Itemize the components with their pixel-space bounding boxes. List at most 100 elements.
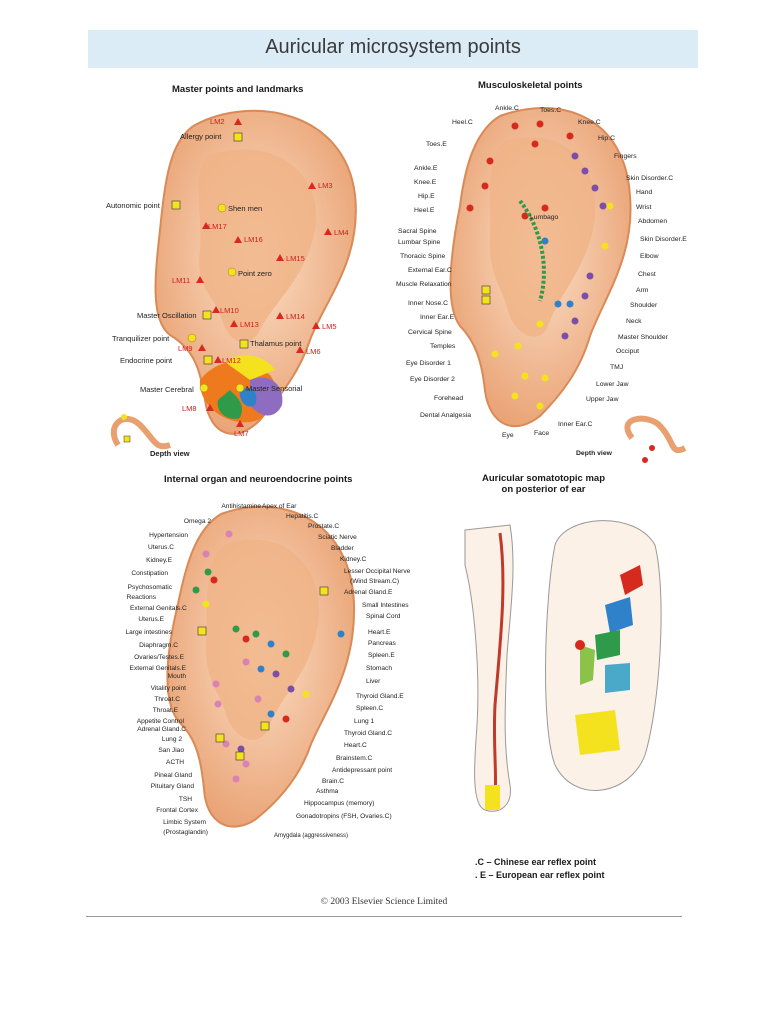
title-banner: Auricular microsystem points [88,30,698,68]
lbl-prostaglandin: (Prostaglandin) [163,829,208,836]
lbl-lumbar: Lumbar Spine [398,239,441,246]
lbl-endocrine: Endocrine point [120,356,173,365]
lbl-reactions: Reactions [127,594,157,601]
lbl-lower-jaw: Lower Jaw [596,381,629,388]
lbl-sanjiao: San Jiao [158,747,184,754]
lobe-green-zone [217,390,242,419]
lbl-sacral: Sacral Spine [398,228,437,235]
lbl-master-cerebral: Master Cerebral [140,385,194,394]
lbl-ext-gen-e: External Genitals.E [130,665,187,672]
lobe-blue-zone [239,388,257,407]
lbl-ext-ear-c: External Ear.C [408,267,452,274]
lbl-depthview-2: Depth view [576,450,613,457]
lbl-thyroid-c: Thyroid Gland.C [344,730,392,737]
lbl-ankle-c: Ankle.C [495,105,519,112]
lbl-adrenal-e: Adrenal Gland.E [344,589,393,596]
lbl-bladder: Bladder [331,545,355,552]
lbl-abdomen: Abdomen [638,218,667,225]
lbl-heart-e: Heart.E [368,629,391,636]
lbl-occiput: Occiput [616,348,639,355]
lbl-depthview-1: Depth view [150,449,190,458]
lbl-arm: Arm [636,287,649,294]
lbl-kidney-e: Kidney.E [146,557,173,564]
lbl-lm4: LM4 [334,228,349,237]
lbl-neck: Neck [626,318,642,325]
lbl-thalamus: Thalamus point [250,339,302,348]
lbl-master-shoulder: Master Shoulder [618,334,669,341]
lbl-lm6: LM6 [306,347,321,356]
lbl-pancreas: Pancreas [368,640,397,647]
lbl-face: Face [534,430,549,437]
lbl-diaphragm: Diaphragm.C [139,642,178,649]
master-panel-title: Master points and landmarks [172,84,304,95]
lbl-hip-e: Hip.E [418,193,435,200]
lbl-shenmen: Shen men [228,204,262,213]
lbl-hepatitis: Hepatitis.C [286,513,318,520]
lbl-temples: Temples [430,343,456,350]
lbl-brainstem: Brainstem.C [336,755,373,762]
master-point-markers [171,118,332,427]
legend-european: . E – European ear reflex point [475,870,605,880]
lbl-kidney-c: Kidney.C [340,556,367,563]
lbl-master-osc: Master Oscillation [137,311,197,320]
lbl-eye-dis-1: Eye Disorder 1 [406,360,451,367]
lbl-cervical: Cervical Spine [408,329,452,336]
musculo-point-markers [466,120,614,410]
lbl-lumbago: Lumbago [530,214,559,221]
organ-panel-title: Internal organ and neuroendocrine points [164,474,353,485]
lbl-muscle-rel: Muscle Relaxation [396,281,452,288]
musculoskeletal-figure: Ankle.C Toes.C Heel.C Knee.C Toes.E Hip.… [396,105,687,463]
legend: .C – Chinese ear reflex point . E – Euro… [475,856,605,882]
lbl-spinal-cord: Spinal Cord [366,613,401,620]
page-title: Auricular microsystem points [265,36,521,58]
copyright: © 2003 Elsevier Science Limited [320,897,448,907]
lbl-amygdala: Amygdala (aggressiveness) [274,833,348,839]
lbl-heel-c: Heel.C [452,119,473,126]
lbl-hippocampus: Hippocampus (memory) [304,800,374,807]
lbl-throat-e: Throat.E [153,707,179,714]
somato-panel-title: Auricular somatotopic map on posterior o… [482,473,605,495]
lbl-apex: Apex of Ear [262,503,297,510]
lbl-lm14: LM14 [286,312,305,321]
lbl-tranquilizer: Tranquilizer point [112,334,170,343]
lbl-lm2: LM2 [210,117,225,126]
lbl-stomach: Stomach [366,665,392,672]
lbl-wrist: Wrist [636,204,651,211]
lbl-lm9: LM9 [178,344,193,353]
lbl-spleen-c: Spleen.C [356,705,383,712]
lbl-tmj: TMJ [610,364,623,371]
lbl-autonomic: Autonomic point [106,201,161,210]
musculo-panel-title: Musculoskeletal points [478,80,583,91]
lbl-chest: Chest [638,271,656,278]
lbl-lm7: LM7 [234,429,249,438]
lbl-lm5: LM5 [322,322,337,331]
spine-red-line [492,532,505,796]
lbl-heart-c: Heart.C [344,742,367,749]
lbl-frontal: Frontal Cortex [156,807,198,814]
lbl-pointzero: Point zero [238,269,272,278]
lbl-hypertension: Hypertension [149,532,188,539]
lbl-lm15: LM15 [286,254,305,263]
lbl-pituitary: Pituitary Gland [151,783,195,790]
lbl-skin-c: Skin Disorder.C [626,175,673,182]
lbl-ovaries: Ovaries/Testes.E [134,654,184,661]
organ-point-markers [192,530,345,783]
lbl-appetite: Appetite Control [137,718,185,725]
lbl-uterus-c: Uterus.C [148,544,174,551]
lbl-dental: Dental Analgesia [420,412,471,419]
lbl-toes-c: Toes.C [540,107,561,114]
somato-colored-zones [575,565,643,755]
lbl-adrenal-c: Adrenal Gland.C [137,726,186,733]
lbl-spleen-e: Spleen.E [368,652,395,659]
lbl-heel-e: Heel.E [414,207,435,214]
lbl-throat-c: Throat.C [154,696,180,703]
lbl-uterus-e: Uterus.E [138,616,164,623]
lbl-elbow: Elbow [640,253,659,260]
lbl-lm8: LM8 [182,404,197,413]
lbl-asthma: Asthma [316,788,339,795]
lbl-omega2: Omega 2 [184,518,211,525]
lbl-toes-e: Toes.E [426,141,447,148]
lbl-lm17: LM17 [208,222,227,231]
lbl-lesser-occ: Lesser Occipital Nerve [344,568,411,575]
lbl-fingers: Fingers [614,153,637,160]
